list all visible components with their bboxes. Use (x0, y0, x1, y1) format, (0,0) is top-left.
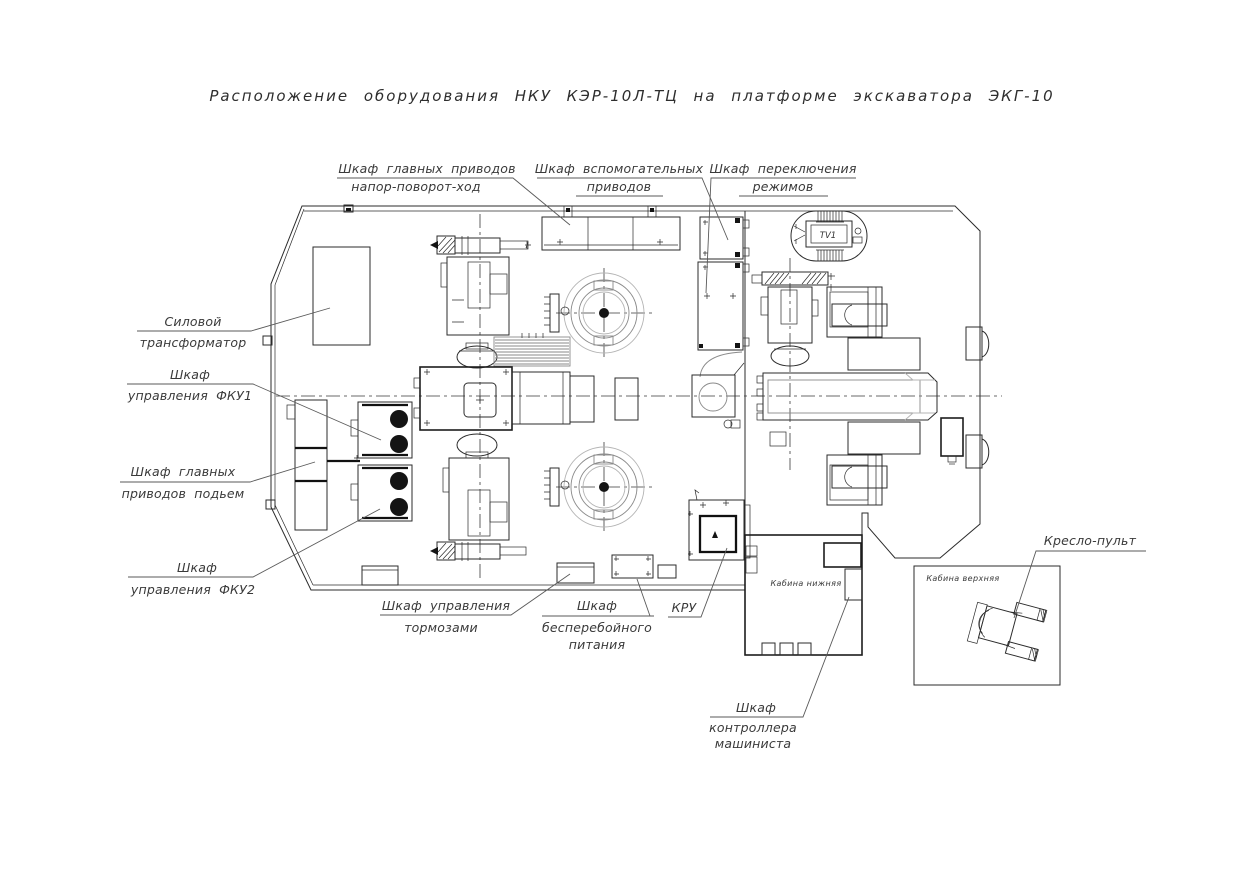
platform-outline (262, 204, 981, 591)
ups-box (611, 554, 654, 579)
label-mode-switch: Шкаф переключения режимов (705, 161, 857, 294)
crowd-swing-drive-assembly (413, 235, 639, 561)
label-text: Шкаф главных (131, 464, 236, 479)
fku2-cabinet (350, 464, 413, 522)
label-text: Шкаф (177, 560, 217, 575)
label-power-transformer: Силовой трансформатор (137, 307, 331, 350)
label-text: управления ФКУ2 (130, 582, 255, 597)
label-text: Кресло-пульт (1044, 533, 1137, 548)
centerlines (276, 214, 1002, 582)
label-fku2: Шкаф управления ФКУ2 (128, 508, 381, 597)
swing-gear-unit (691, 374, 741, 429)
drawing-title: Расположение оборудования НКУ КЭР-10Л-ТЦ… (209, 87, 1054, 105)
left-deck-box (361, 565, 399, 586)
label-text: контроллера (709, 720, 797, 735)
cabin-upper: Кабина верхняя (913, 565, 1061, 686)
swing-blower-top (544, 272, 645, 354)
cabin-lower-label: Кабина нижняя (770, 579, 841, 588)
label-aux-drives: Шкаф вспомогательных приводов (535, 161, 729, 241)
label-text: машиниста (715, 736, 792, 751)
bottom-coupling (456, 433, 498, 459)
central-gearbox (413, 366, 639, 431)
label-kru: КРУ (668, 547, 728, 618)
label-text: Шкаф (577, 598, 617, 613)
label-text: Шкаф переключения (709, 161, 856, 176)
label-fku1: Шкаф управления ФКУ1 (127, 367, 382, 441)
kru-cabinet (688, 489, 751, 561)
label-brake-control: Шкаф управления тормозами (380, 573, 571, 635)
top-coupling (456, 342, 498, 369)
hoist-drives-cabinet (286, 399, 360, 531)
label-text: Силовой (164, 314, 221, 329)
chair-console (966, 601, 1048, 662)
top-aux-motor (430, 235, 531, 255)
label-text: Шкаф управления (382, 598, 511, 613)
label-text: тормозами (404, 620, 478, 635)
hoist-drive-assembly (751, 271, 990, 506)
label-ups: Шкаф бесперебойного питания (542, 578, 654, 652)
label-main-drives-hoist: Шкаф главных приводов подьем (120, 461, 316, 501)
label-text: управления ФКУ1 (127, 388, 252, 403)
label-text: бесперебойного (542, 620, 652, 635)
label-text: Шкаф вспомогательных (535, 161, 704, 176)
label-text: Шкаф (736, 700, 776, 715)
heat-exchanger (493, 333, 571, 367)
aux-drives-cabinet (699, 216, 750, 260)
bottom-aux-motor (430, 541, 527, 561)
brake-control-box (556, 562, 595, 584)
mode-switch-cabinet (697, 261, 750, 378)
label-text: Шкаф главных приводов (338, 161, 515, 176)
label-text: приводов (587, 179, 652, 194)
tv1-transformer: TV1 (790, 210, 868, 262)
main-drives-nph-cabinet (541, 205, 681, 251)
swing-blower-bottom (544, 446, 645, 528)
small-deck-box (657, 564, 677, 579)
tv1-label: TV1 (820, 231, 836, 241)
label-text: режимов (752, 179, 814, 194)
label-text: Шкаф (170, 367, 210, 382)
label-text: напор-поворот-ход (351, 179, 480, 194)
label-main-drives-nph: Шкаф главных приводов напор-поворот-ход (337, 161, 571, 226)
label-driver-controller: Шкаф контроллера машиниста (709, 596, 850, 751)
power-transformer-rect (312, 246, 371, 346)
label-text: КРУ (672, 600, 698, 615)
fku1-cabinet (350, 401, 413, 459)
label-text: приводов подьем (122, 486, 245, 501)
cabin-lower: Кабина нижняя (744, 534, 863, 656)
bottom-main-motor (442, 457, 510, 541)
top-main-motor (440, 256, 510, 336)
label-chair-console: Кресло-пульт (1013, 533, 1146, 619)
annotations: Шкаф главных приводов напор-поворот-ход … (120, 161, 1146, 751)
cabin-upper-label: Кабина верхняя (926, 574, 999, 583)
label-text: трансформатор (140, 335, 247, 350)
label-text: питания (569, 637, 626, 652)
